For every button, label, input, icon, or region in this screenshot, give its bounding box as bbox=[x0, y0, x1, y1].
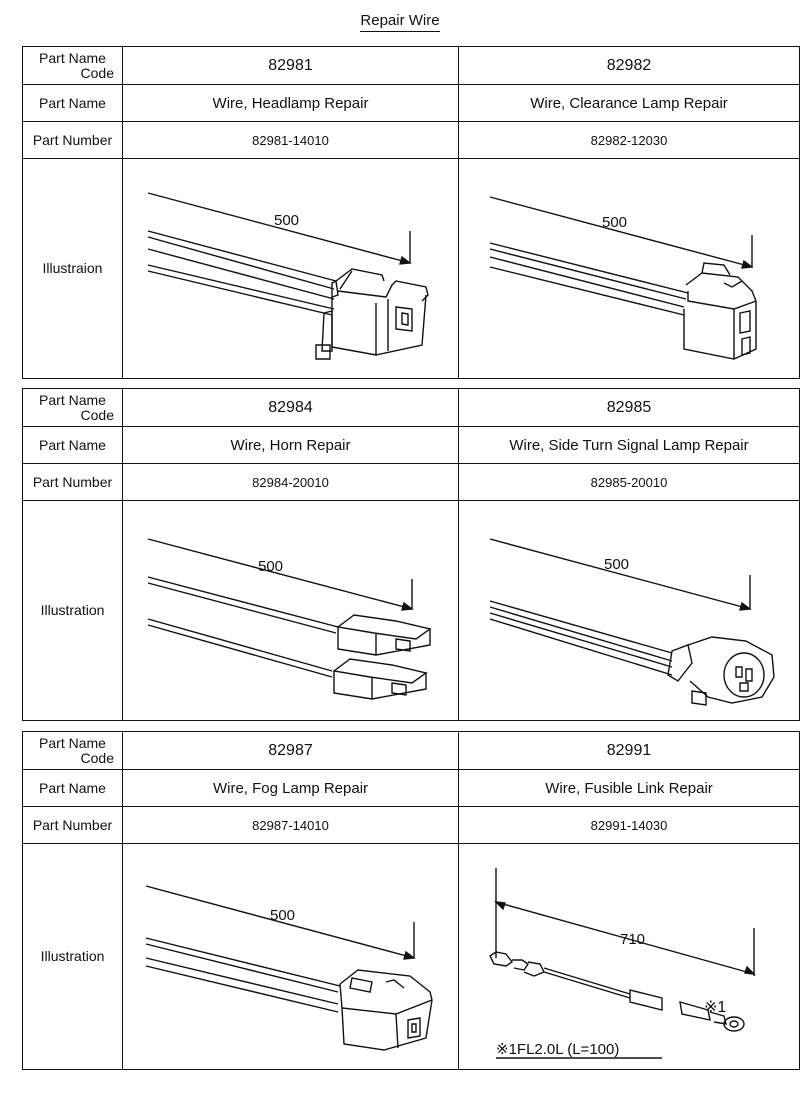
part-name-label: Part Name bbox=[22, 84, 123, 122]
page-title: Repair Wire bbox=[0, 12, 800, 32]
headlamp-wire-illustration: 500 bbox=[147, 191, 429, 360]
dimension-label: 500 bbox=[258, 558, 283, 575]
part-name-cell: Wire, Fog Lamp Repair bbox=[122, 769, 459, 807]
side-turn-signal-wire-illustration: 500 bbox=[489, 537, 775, 706]
fusible-link-note: ※1FL2.0L (L=100) bbox=[496, 1041, 619, 1058]
part-name-cell: Wire, Side Turn Signal Lamp Repair bbox=[458, 426, 800, 464]
code-label-line1: Part Name bbox=[39, 49, 106, 66]
part-name-cell: Wire, Fusible Link Repair bbox=[458, 769, 800, 807]
horn-wire-illustration: 500 bbox=[147, 537, 432, 700]
parts-table-2: Part Name Code 82984 82985 Part Name Wir… bbox=[22, 388, 800, 721]
code-label-line1: Part Name bbox=[39, 734, 106, 751]
part-name-label: Part Name bbox=[22, 769, 123, 807]
illustration-label: Illustraion bbox=[22, 158, 123, 379]
part-name-code-label: Part Name Code bbox=[22, 388, 123, 427]
part-number-cell: 82981-14010 bbox=[122, 121, 459, 159]
part-number-cell: 82991-14030 bbox=[458, 806, 800, 844]
illustration-cell: 500 bbox=[122, 158, 459, 379]
part-code-cell: 82985 bbox=[458, 388, 800, 427]
illustration-cell: 710 ※1 ※1FL2.0L (L=100) bbox=[458, 843, 800, 1070]
code-label-line2: Code bbox=[80, 749, 114, 766]
illustration-label: Illustration bbox=[22, 500, 123, 721]
page-title-text: Repair Wire bbox=[360, 12, 440, 32]
part-code-cell: 82984 bbox=[122, 388, 459, 427]
dimension-label: 710 bbox=[620, 931, 645, 948]
part-number-label: Part Number bbox=[22, 121, 123, 159]
code-label-line1: Part Name bbox=[39, 391, 106, 408]
reference-mark: ※1 bbox=[704, 999, 726, 1016]
part-code-cell: 82981 bbox=[122, 46, 459, 85]
illustration-label: Illustration bbox=[22, 843, 123, 1070]
clearance-lamp-wire-illustration: 500 bbox=[489, 195, 757, 360]
part-name-cell: Wire, Clearance Lamp Repair bbox=[458, 84, 800, 122]
dimension-label: 500 bbox=[274, 212, 299, 229]
illustration-cell: 500 bbox=[122, 500, 459, 721]
part-name-code-label: Part Name Code bbox=[22, 46, 123, 85]
part-number-cell: 82984-20010 bbox=[122, 463, 459, 501]
dimension-label: 500 bbox=[604, 556, 629, 573]
part-number-cell: 82985-20010 bbox=[458, 463, 800, 501]
part-number-cell: 82987-14010 bbox=[122, 806, 459, 844]
illustration-cell: 500 bbox=[458, 158, 800, 379]
part-name-code-label: Part Name Code bbox=[22, 731, 123, 770]
part-code-cell: 82987 bbox=[122, 731, 459, 770]
part-number-label: Part Number bbox=[22, 463, 123, 501]
part-code-cell: 82982 bbox=[458, 46, 800, 85]
fusible-link-wire-illustration: 710 ※1 ※1FL2.0L (L=100) bbox=[488, 867, 756, 1059]
fog-lamp-wire-illustration: 500 bbox=[145, 884, 433, 1051]
part-number-cell: 82982-12030 bbox=[458, 121, 800, 159]
part-code-cell: 82991 bbox=[458, 731, 800, 770]
illustration-cell: 500 bbox=[458, 500, 800, 721]
part-name-label: Part Name bbox=[22, 426, 123, 464]
illustration-cell: 500 bbox=[122, 843, 459, 1070]
parts-table-3: Part Name Code 82987 82991 Part Name Wir… bbox=[22, 731, 800, 1070]
code-label-line2: Code bbox=[80, 406, 114, 423]
parts-table-1: Part Name Code 82981 82982 Part Name Wir… bbox=[22, 46, 800, 379]
dimension-label: 500 bbox=[602, 214, 627, 231]
dimension-label: 500 bbox=[270, 907, 295, 924]
part-name-cell: Wire, Headlamp Repair bbox=[122, 84, 459, 122]
part-name-cell: Wire, Horn Repair bbox=[122, 426, 459, 464]
code-label-line2: Code bbox=[80, 64, 114, 81]
part-number-label: Part Number bbox=[22, 806, 123, 844]
